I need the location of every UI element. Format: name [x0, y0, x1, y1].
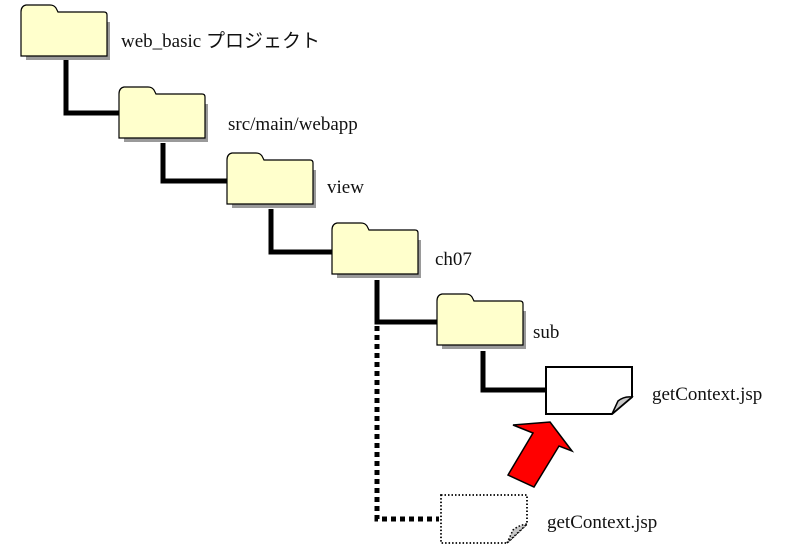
label-webapp: src/main/webapp: [228, 114, 358, 135]
tree-connectors: [63, 59, 546, 522]
connector-ch07-file-dotted: [374, 326, 439, 522]
label-web_basic: web_basic プロジェクト: [121, 30, 320, 52]
file-icon-getcontext-sub[interactable]: [545, 366, 634, 415]
folder-icon-sub[interactable]: [436, 293, 528, 349]
label-sub: sub: [533, 322, 559, 343]
move-arrow-icon: [506, 421, 575, 488]
connector-web_basic-webapp: [63, 59, 119, 116]
label-file-ch07: getContext.jsp: [547, 512, 657, 533]
label-ch07: ch07: [435, 249, 472, 270]
file-icon-getcontext-ch07-dotted[interactable]: [440, 494, 530, 544]
connector-webapp-view: [160, 143, 227, 184]
folder-icon-web_basic[interactable]: [20, 4, 112, 60]
label-file-sub: getContext.jsp: [652, 384, 762, 405]
label-view: view: [327, 177, 364, 198]
folder-icon-ch07[interactable]: [331, 222, 423, 278]
connector-sub-file: [480, 351, 546, 393]
folder-icon-webapp[interactable]: [118, 86, 210, 142]
connector-ch07-sub: [374, 280, 437, 325]
connector-view-ch07: [268, 209, 332, 255]
folder-icon-view[interactable]: [226, 152, 318, 208]
